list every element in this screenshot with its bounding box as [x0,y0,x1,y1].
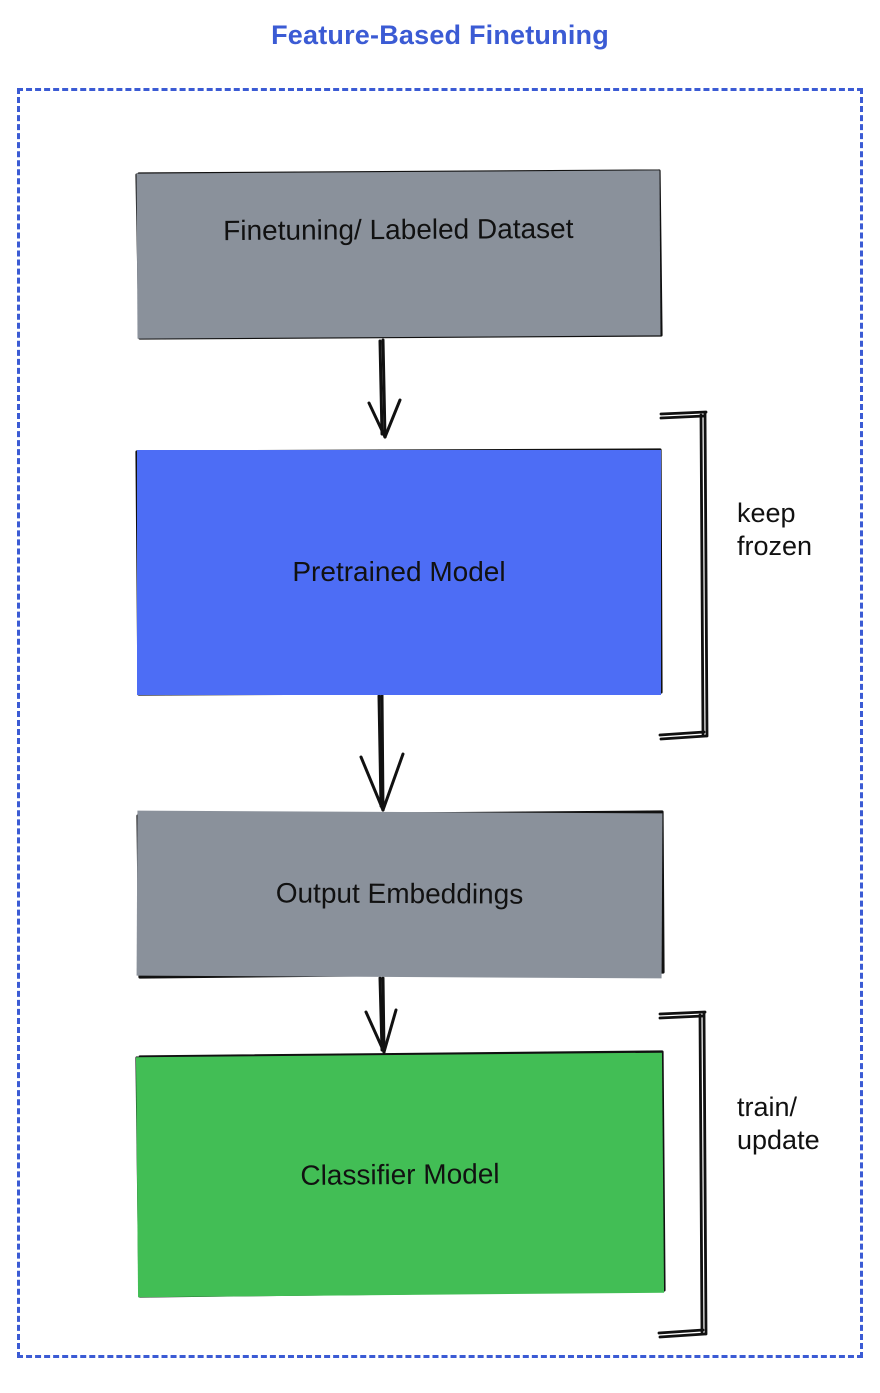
node-dataset-label: Finetuning/ Labeled Dataset [223,212,574,247]
node-classifier-model-label: Classifier Model [300,1158,500,1191]
diagram-title: Feature-Based Finetuning [271,20,609,50]
annotation-train-update: train/ update [737,1092,820,1155]
node-dataset[interactable]: Finetuning/ Labeled Dataset [136,170,661,339]
node-classifier-model[interactable]: Classifier Model [135,1052,665,1298]
node-pretrained-model[interactable]: Pretrained Model [137,450,661,695]
node-output-embeddings[interactable]: Output Embeddings [136,810,663,979]
diagram-group-frame [17,88,863,1358]
annotation-keep-frozen: keep frozen [737,498,813,561]
node-output-embeddings-label: Output Embeddings [275,877,524,911]
node-pretrained-model-label: Pretrained Model [292,556,506,588]
